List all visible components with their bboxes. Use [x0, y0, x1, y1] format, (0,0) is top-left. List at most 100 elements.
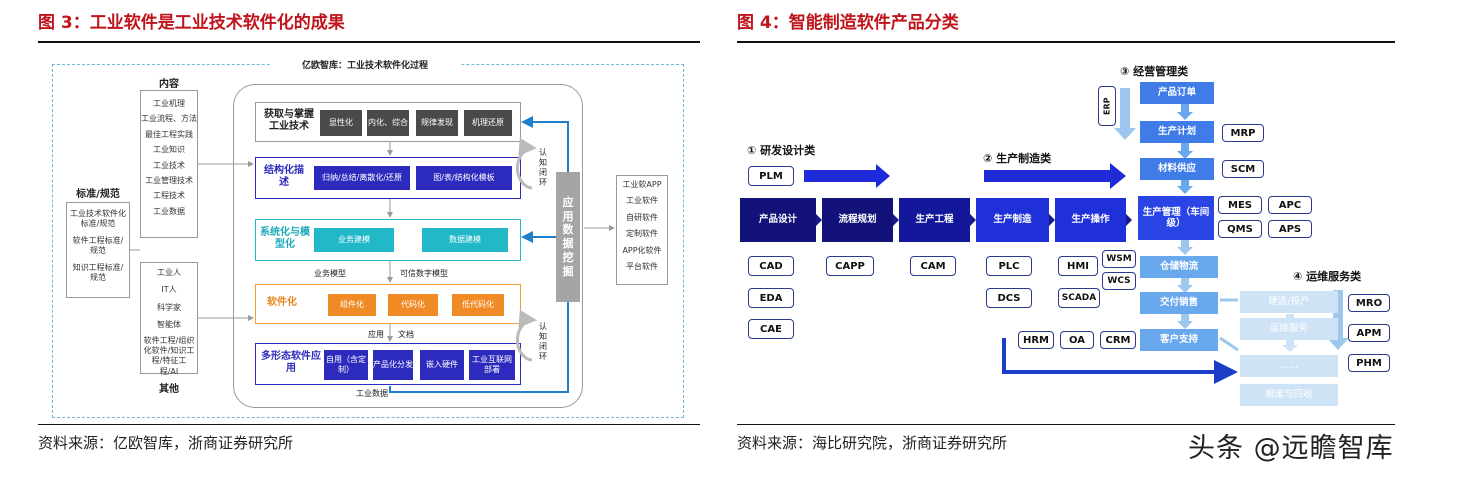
connector-label: 业务模型	[314, 269, 346, 278]
tag-oa: OA	[1060, 331, 1094, 349]
cycle-label: 认知闭环	[539, 148, 547, 187]
tag-eda: EDA	[748, 288, 794, 308]
content-item: 工业机理	[153, 99, 185, 108]
chain-node: 生产操作	[1055, 198, 1126, 242]
stage-software: 软件化 组件化 代码化 低代码化	[255, 284, 521, 324]
connector-label: 可信数字模型	[400, 269, 448, 278]
mgmt-node: 产品订单	[1140, 82, 1214, 104]
stage-acquire: 获取与掌握工业技术 显性化 内化、综合 规律发现 机理还原	[255, 102, 521, 142]
data-mining-bar: 应用数据挖掘	[556, 172, 580, 302]
tag-crm: CRM	[1100, 331, 1136, 349]
stage-cell: 数据建模	[422, 228, 508, 252]
tag-cam: CAM	[910, 256, 956, 276]
left-diagram-header: 亿欧智库：工业技术软件化过程	[270, 58, 460, 72]
figure-3-title-rule	[38, 41, 700, 43]
tag-apc: APC	[1268, 196, 1312, 214]
standards-list: 工业技术软件化标准/规范 软件工程标准/规范 知识工程标准/规范	[66, 202, 130, 298]
figure-4-title-rule	[737, 41, 1395, 43]
stage-label: 获取与掌握工业技术	[264, 109, 314, 132]
cycle-arrow	[515, 309, 537, 362]
mgmt-node: 材料供应	[1140, 158, 1214, 180]
content-item: 工业流程、方法	[141, 114, 197, 124]
tag-mrp: MRP	[1222, 124, 1264, 142]
chain-node: 生产管理（车间级）	[1138, 196, 1214, 240]
service-link	[1219, 336, 1239, 352]
chain-arrow	[893, 214, 899, 226]
cycle-arrow	[515, 137, 537, 190]
tag-aps: APS	[1268, 220, 1312, 238]
tag-qms: QMS	[1218, 220, 1262, 238]
tag-hrm: HRM	[1018, 331, 1054, 349]
tag-wcs: WCS	[1102, 272, 1136, 290]
content-item: 工业数据	[153, 206, 185, 216]
standards-item: 软件工程标准/规范	[72, 235, 124, 256]
tag-wsm: WSM	[1102, 250, 1136, 268]
figure-4-bottom-rule	[737, 424, 1395, 425]
chain-arrow	[1177, 278, 1193, 293]
service-arrow	[1327, 290, 1349, 350]
mgmt-node: 生产计划	[1140, 121, 1214, 143]
production-arrow	[984, 163, 1126, 189]
service-node: 运维服务	[1240, 318, 1338, 340]
stage-structure: 结构化描述 归纳/总结/离散化/还原 图/表/结构化模板	[255, 157, 521, 199]
content-list: 工业机理 工业流程、方法 最佳工程实践 工业知识 工业技术 工业管理技术 工程技…	[140, 90, 198, 238]
content-item: 工业知识	[153, 145, 185, 155]
chain-arrow	[816, 214, 822, 226]
stage-cell: 代码化	[388, 294, 438, 316]
output-item: 平台软件	[626, 261, 658, 271]
process-frame	[233, 84, 583, 408]
service-node: 报废与回收	[1240, 384, 1338, 406]
chain-arrow	[1126, 214, 1132, 226]
tag-scm: SCM	[1222, 160, 1264, 178]
tag-cae: CAE	[748, 319, 794, 339]
tag-plm: PLM	[748, 166, 794, 186]
stage-cell: 组件化	[328, 294, 376, 316]
tag-erp: ERP	[1098, 86, 1116, 126]
output-item: APP化软件	[622, 245, 662, 255]
lower-node: 交付销售	[1140, 292, 1218, 314]
bottom-flow-arrow	[1002, 338, 1238, 384]
connector-label: 文档	[398, 330, 414, 339]
connector-label: 应用	[368, 330, 384, 339]
section-production: ② 生产制造类	[983, 152, 1052, 165]
content-item: 最佳工程实践	[145, 129, 193, 139]
lower-node: 仓储物流	[1140, 256, 1218, 278]
chain-node: 流程规划	[822, 198, 893, 242]
figure-3-title: 图 3：工业软件是工业技术软件化的成果	[38, 13, 345, 33]
tag-phm: PHM	[1348, 354, 1390, 372]
output-item: 自研软件	[626, 212, 658, 222]
stage-cell: 显性化	[320, 110, 362, 136]
stage-cell: 工业互联网部署	[469, 350, 515, 380]
stage-cell: 业务建模	[314, 228, 394, 252]
tag-mes: MES	[1218, 196, 1262, 214]
section-rd: ① 研发设计类	[747, 144, 816, 157]
output-item: 工业软件	[626, 196, 658, 206]
feedback-arrow	[389, 302, 569, 393]
chain-arrow	[1177, 178, 1193, 194]
standards-item: 知识工程标准/规范	[72, 262, 124, 282]
content-item: 工业技术	[153, 160, 185, 170]
stage-cell: 自用（含定制）	[324, 350, 368, 380]
chain-arrow	[1177, 143, 1193, 159]
chain-node: 产品设计	[740, 198, 816, 242]
standards-item: 工业技术软件化标准/规范	[70, 209, 126, 229]
content-item: 工程技术	[153, 191, 185, 201]
tag-mro: MRO	[1348, 294, 1390, 312]
erp-arrow	[1114, 88, 1136, 140]
other-list: 工业人 IT人 科学家 智能体 软件工程/组织化软件/知识工程/特征工程/AI	[140, 262, 198, 376]
lower-node: 客户支持	[1140, 329, 1218, 351]
stage-label: 多形态软件应用	[261, 351, 321, 374]
tag-cad: CAD	[748, 256, 794, 276]
other-item: 科学家	[157, 302, 181, 312]
stage-cell: 归纳/总结/离散化/还原	[314, 166, 410, 190]
stage-cell: 图/表/结构化模板	[416, 166, 512, 190]
stage-cell: 低代码化	[452, 294, 504, 316]
tag-dcs: DCS	[986, 288, 1032, 308]
tag-capp: CAPP	[826, 256, 874, 276]
outputs-list: 工业软APP 工业软件 自研软件 定制软件 APP化软件 平台软件	[616, 175, 668, 285]
chain-node: 生产工程	[899, 198, 970, 242]
output-item: 工业软APP	[622, 180, 662, 189]
standards-title: 标准/规范	[76, 189, 120, 200]
tag-apm: APM	[1348, 324, 1390, 342]
